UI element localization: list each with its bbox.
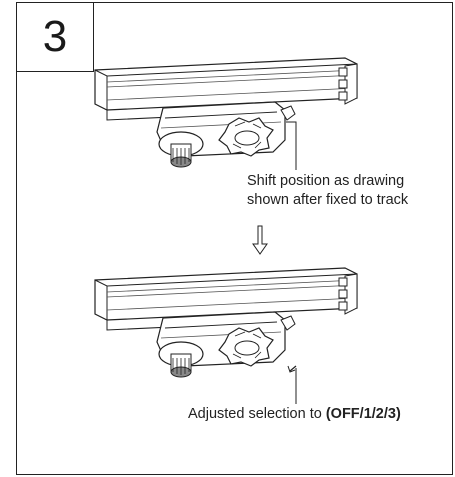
rotate-arrow-icon	[287, 365, 297, 373]
down-arrow-icon	[252, 225, 268, 255]
caption-prefix: Adjusted selection to	[188, 406, 326, 422]
selection-values: (OFF/1/2/3)	[325, 406, 401, 422]
step-frame	[16, 2, 453, 475]
step-number: 3	[16, 2, 94, 72]
shift-position-caption: Shift position as drawing shown after fi…	[247, 172, 408, 210]
adjusted-selection-caption: Adjusted selection to (OFF/1/2/3)	[188, 405, 401, 424]
top-leader-line	[286, 121, 297, 170]
adapter-bottom-drawing	[94, 267, 358, 378]
caption-line-1: Shift position as drawing	[247, 173, 405, 189]
caption-line-2: shown after fixed to track	[247, 192, 409, 208]
adapter-top-drawing	[94, 57, 358, 168]
